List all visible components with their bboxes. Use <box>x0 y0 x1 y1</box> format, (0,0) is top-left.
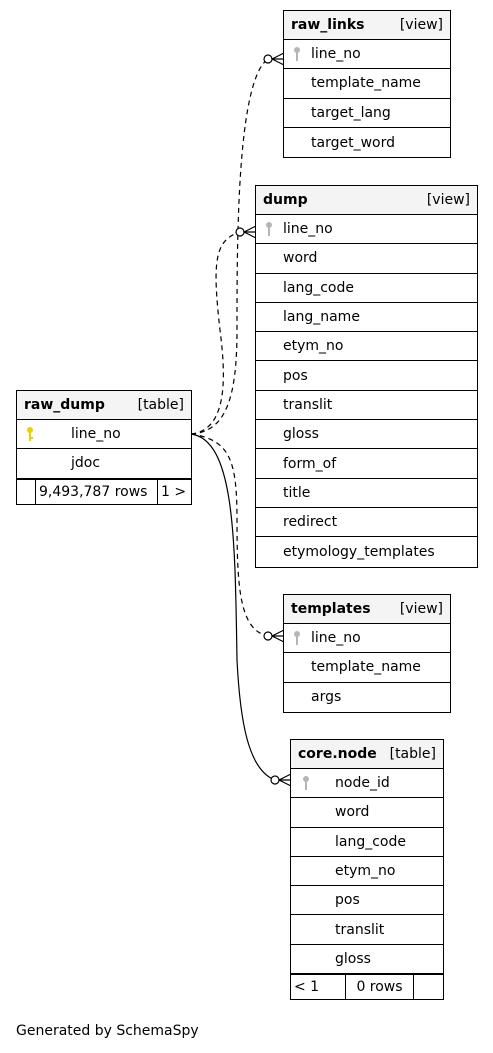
table-kind: [view] <box>399 17 443 33</box>
column-name: etymology_templates <box>283 543 435 560</box>
primary-key-icon <box>27 427 33 441</box>
column-row[interactable]: line_no <box>17 420 191 450</box>
table-header: dump [view] <box>256 186 477 215</box>
table-name: raw_links <box>291 17 365 33</box>
column-name: template_name <box>311 75 421 92</box>
column-row[interactable]: translit <box>256 391 477 421</box>
table-footer: 9,493,787 rows 1 > <box>17 478 191 504</box>
edge-raw-dump-to-core-node <box>190 433 276 781</box>
generated-by-label: Generated by SchemaSpy <box>16 1023 199 1039</box>
row-count: 9,493,787 rows <box>36 479 158 504</box>
column-row[interactable]: jdoc <box>17 449 191 479</box>
column-row[interactable]: target_word <box>284 128 450 157</box>
column-row[interactable]: redirect <box>256 508 477 538</box>
column-row[interactable]: template_name <box>284 653 450 683</box>
column-name: form_of <box>283 455 337 472</box>
column-name: translit <box>283 396 333 413</box>
column-name: target_word <box>311 134 395 151</box>
end-marker-templates <box>263 629 285 643</box>
edge-raw-dump-to-templates <box>190 433 269 637</box>
table-header: raw_dump [table] <box>17 391 191 420</box>
table-name: raw_dump <box>24 397 105 413</box>
column-name: etym_no <box>335 863 396 880</box>
table-kind: [view] <box>426 192 470 208</box>
column-name: etym_no <box>283 338 344 355</box>
column-name: pos <box>335 892 360 909</box>
table-name: core.node <box>298 746 377 762</box>
foreign-key-icon <box>266 222 272 236</box>
column-name: line_no <box>71 426 121 443</box>
foreign-key-icon <box>294 47 300 61</box>
column-name: node_id <box>335 775 390 792</box>
column-row[interactable]: etym_no <box>291 857 443 887</box>
edge-raw-dump-to-dump <box>190 231 241 435</box>
table-name: templates <box>291 601 371 617</box>
column-name: jdoc <box>71 455 101 472</box>
column-name: line_no <box>283 221 333 238</box>
column-row[interactable]: line_no <box>284 624 450 654</box>
table-raw-dump[interactable]: raw_dump [table] line_no jdoc 9,493,787 … <box>16 390 192 505</box>
column-name: pos <box>283 367 308 384</box>
column-name: translit <box>335 921 385 938</box>
column-name: word <box>283 250 318 267</box>
column-name: line_no <box>311 630 361 647</box>
column-row[interactable]: node_id <box>291 769 443 799</box>
column-name: word <box>335 804 370 821</box>
column-row[interactable]: gloss <box>291 945 443 975</box>
column-row[interactable]: etym_no <box>256 332 477 362</box>
column-row[interactable]: lang_name <box>256 303 477 333</box>
column-name: args <box>311 689 342 706</box>
column-row[interactable]: etymology_templates <box>256 537 477 566</box>
table-header: templates [view] <box>284 595 450 624</box>
column-name: line_no <box>311 46 361 63</box>
table-name: dump <box>263 192 308 208</box>
column-name: title <box>283 484 311 501</box>
column-row[interactable]: pos <box>291 886 443 916</box>
column-row[interactable]: form_of <box>256 449 477 479</box>
column-row[interactable]: pos <box>256 361 477 391</box>
parent-count: < 1 <box>291 975 346 1000</box>
column-row[interactable]: template_name <box>284 69 450 99</box>
column-name: redirect <box>283 514 338 531</box>
table-header: core.node [table] <box>291 740 443 769</box>
column-row[interactable]: word <box>291 798 443 828</box>
column-row[interactable]: word <box>256 244 477 274</box>
column-row[interactable]: gloss <box>256 420 477 450</box>
column-row[interactable]: translit <box>291 915 443 945</box>
column-row[interactable]: line_no <box>256 215 477 245</box>
column-row[interactable]: line_no <box>284 40 450 70</box>
column-row[interactable]: title <box>256 479 477 508</box>
column-name: template_name <box>311 659 421 676</box>
footer-left <box>17 479 36 504</box>
row-count: 0 rows <box>346 975 414 1000</box>
footer-right <box>414 975 443 999</box>
column-row[interactable]: lang_code <box>256 274 477 303</box>
table-templates[interactable]: templates [view] line_no template_name a… <box>283 594 451 713</box>
column-row[interactable]: lang_code <box>291 828 443 857</box>
table-raw-links[interactable]: raw_links [view] line_no template_name t… <box>283 10 451 159</box>
end-marker-dump <box>235 225 257 239</box>
table-header: raw_links [view] <box>284 11 450 40</box>
column-name: lang_name <box>283 309 360 326</box>
table-footer: < 1 0 rows <box>291 974 443 1000</box>
table-kind: [table] <box>137 397 184 413</box>
column-name: gloss <box>283 426 319 443</box>
column-row[interactable]: args <box>284 683 450 712</box>
table-dump[interactable]: dump [view] line_no word lang_code lang_… <box>255 185 478 568</box>
foreign-key-icon <box>303 776 309 790</box>
end-marker-core-node <box>270 773 292 787</box>
table-core-node[interactable]: core.node [table] node_id word lang_code… <box>290 739 444 1001</box>
child-count: 1 > <box>161 483 187 500</box>
column-row[interactable]: target_lang <box>284 99 450 128</box>
foreign-key-icon <box>294 631 300 645</box>
table-kind: [view] <box>399 601 443 617</box>
column-name: lang_code <box>335 833 406 850</box>
edge-raw-dump-to-raw-links <box>190 58 269 435</box>
end-marker-raw-links <box>263 52 285 66</box>
table-kind: [table] <box>389 746 436 762</box>
column-name: target_lang <box>311 104 391 121</box>
column-name: gloss <box>335 950 371 967</box>
column-name: lang_code <box>283 279 354 296</box>
